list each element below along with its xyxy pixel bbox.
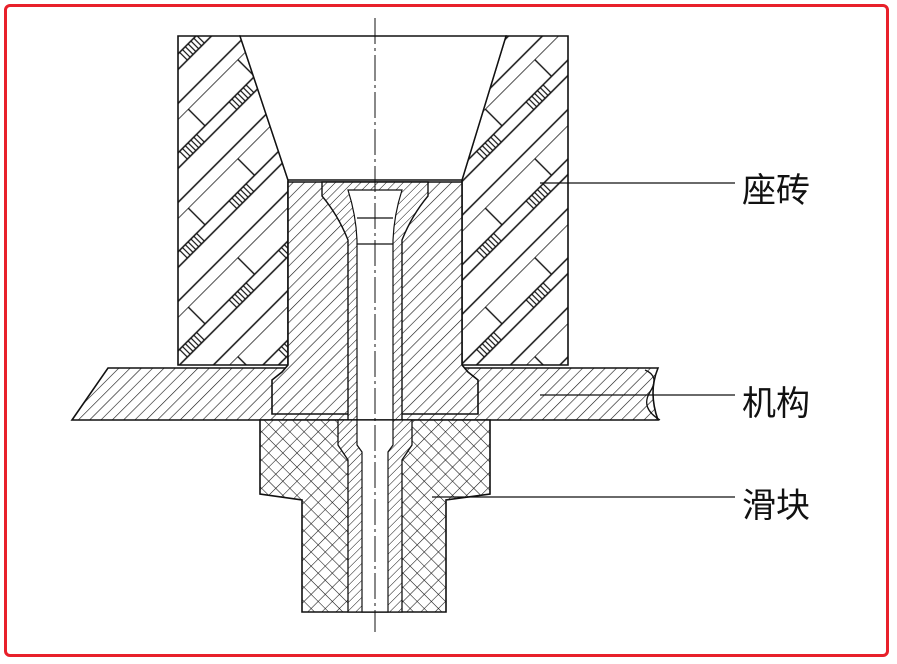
border-frame	[4, 4, 889, 657]
label-mechanism: 机构	[742, 384, 810, 424]
mechanism-break-line	[644, 369, 661, 421]
seat-brick-funnel	[239, 35, 507, 181]
label-slider: 滑块	[742, 486, 810, 526]
label-seat-brick: 座砖	[742, 171, 810, 211]
